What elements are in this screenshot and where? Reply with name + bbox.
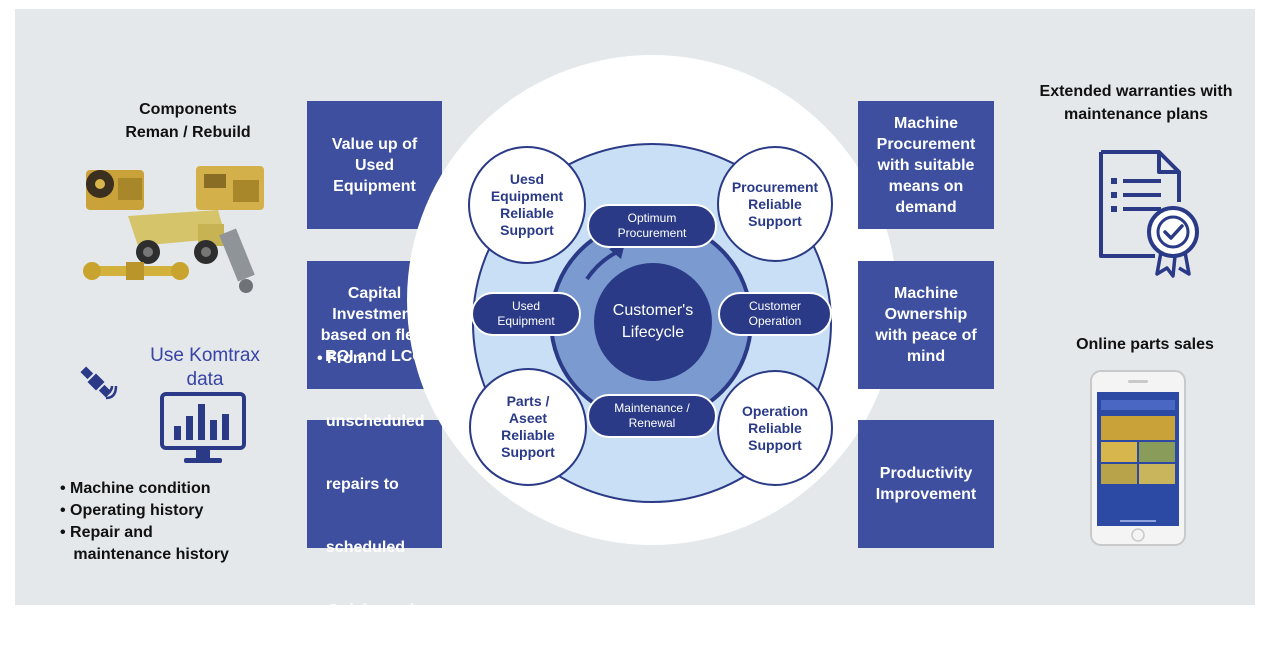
komtrax-title-line: Use Komtrax <box>150 345 260 366</box>
support-line: Parts / <box>506 393 550 409</box>
center-label-line: Customer's <box>612 302 694 319</box>
box-line: Equipment <box>333 177 416 195</box>
pill-line: Operation <box>748 314 802 328</box>
warranty-heading-line: maintenance plans <box>1063 106 1209 123</box>
satellite-icon <box>80 366 118 400</box>
box-line: with peace of <box>875 327 977 344</box>
left-box-value-up: Value up of Used Equipment <box>307 101 442 229</box>
box-line: Investment <box>332 306 417 323</box>
box-line: Capital <box>347 285 402 302</box>
box-line: with suitable <box>877 156 975 174</box>
bullet-item: • Machine condition <box>60 480 211 497</box>
support-line: Procurement <box>731 178 819 195</box>
pill-line: Optimum <box>627 211 677 225</box>
pill-line: Renewal <box>628 416 676 430</box>
box-line: demand <box>895 198 957 216</box>
box-line: Improvement <box>875 486 977 503</box>
pill-line: Equipment <box>497 314 555 328</box>
support-line: Equipment <box>490 188 564 204</box>
pill-line: Maintenance / <box>614 401 690 415</box>
components-heading-line: Components <box>139 101 237 118</box>
box-line: Productivity <box>879 465 973 482</box>
pill-customer-operation: Customer Operation <box>718 292 832 336</box>
center-circle: Customer's Lifecycle <box>594 263 712 381</box>
support-line: Reliable <box>748 195 802 212</box>
box-line: ROI and LCC <box>325 348 424 365</box>
center-label-line: Lifecycle <box>621 324 685 341</box>
online-parts-heading: Online parts sales <box>1076 336 1214 353</box>
box-line: means on <box>888 177 964 195</box>
box-line: scheduled <box>317 538 406 556</box>
box-line: mind <box>906 348 946 365</box>
box-line: • From <box>317 349 368 367</box>
support-line: Aseet <box>508 410 548 426</box>
machinery-photo <box>83 166 264 293</box>
pill-line: Customer <box>748 299 801 313</box>
box-line: Machine <box>893 114 958 132</box>
komtrax-bullets: • Machine condition • Operating history … <box>60 478 280 566</box>
canvas: Components Reman / Rebuild <box>15 9 1256 619</box>
support-circle-operation: Operation Reliable Support <box>717 370 833 486</box>
box-line: Ownership <box>884 306 968 323</box>
right-box-machine-ownership: Machine Ownership with peace of mind <box>858 261 994 389</box>
phone-screenshot <box>1090 370 1186 546</box>
box-line: repairs to <box>317 475 399 493</box>
pill-line: Procurement <box>617 226 687 240</box>
pill-optimum-procurement: Optimum Procurement <box>587 204 717 248</box>
box-line: unscheduled <box>317 412 425 430</box>
box-line: Used <box>354 156 395 174</box>
warranty-heading-line: Extended warranties with <box>1039 83 1233 100</box>
box-line: Value up of <box>331 135 418 153</box>
support-circle-procurement: Procurement Reliable Support <box>717 146 833 262</box>
right-box-productivity: Productivity Improvement <box>858 420 994 548</box>
support-line: Operation <box>741 402 809 419</box>
komtrax-title-line: data <box>186 369 224 390</box>
pill-line: Used <box>511 299 540 313</box>
support-line: Reliable <box>500 205 554 221</box>
support-circle-parts-asset: Parts / Aseet Reliable Support <box>469 368 587 486</box>
support-line: Support <box>501 444 555 460</box>
pill-maintenance-renewal: Maintenance / Renewal <box>587 394 717 438</box>
warranty-heading: Extended warranties with maintenance pla… <box>1016 80 1256 126</box>
monitor-chart-icon <box>160 392 246 463</box>
box-line: based on fleet <box>320 327 429 344</box>
bullet-item: • Operating history <box>60 502 204 519</box>
komtrax-title: Use Komtrax data <box>135 344 275 392</box>
support-line: Reliable <box>748 419 802 436</box>
bullet-item: maintenance history <box>60 546 229 563</box>
support-line: Support <box>748 436 802 453</box>
support-line: Uesd <box>509 171 545 187</box>
support-line: Support <box>748 212 802 229</box>
components-heading: Components Reman / Rebuild <box>88 98 288 144</box>
right-box-machine-procurement: Machine Procurement with suitable means … <box>858 101 994 229</box>
bullet-item: • Repair and <box>60 524 153 541</box>
support-line: Reliable <box>501 427 555 443</box>
box-line: Machine <box>893 285 958 302</box>
support-circle-used-equipment: Uesd Equipment Reliable Support <box>468 146 586 264</box>
support-line: Support <box>500 222 554 238</box>
components-heading-line: Reman / Rebuild <box>125 124 251 141</box>
pill-used-equipment: Used Equipment <box>471 292 581 336</box>
left-box-repairs: • From unscheduled repairs to scheduled … <box>307 350 442 619</box>
box-line: Procurement <box>876 135 976 153</box>
box-line: • Quick repair <box>317 601 421 619</box>
warranty-certificate-icon <box>1099 150 1199 278</box>
